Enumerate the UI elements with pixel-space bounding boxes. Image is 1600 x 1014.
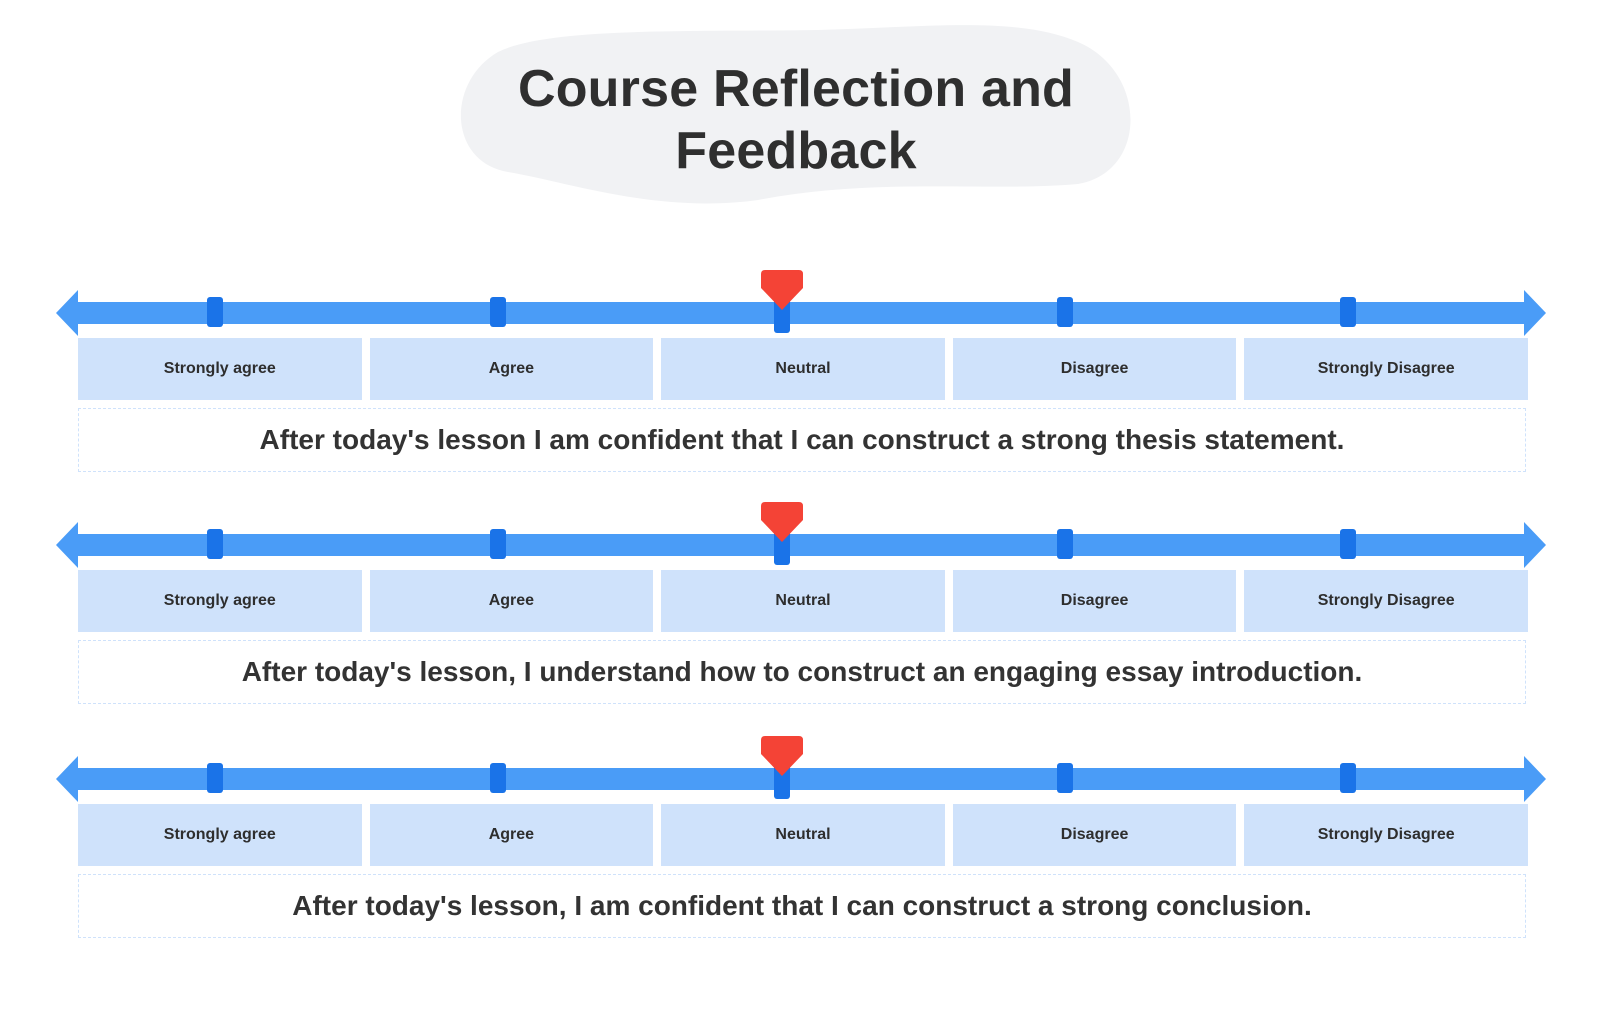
title-background-blob (460, 25, 1131, 204)
tick-strongly-disagree (1340, 297, 1356, 327)
scale-axis (56, 502, 1546, 568)
tick-strongly-agree (207, 297, 223, 327)
tick-neutral (774, 297, 790, 333)
likert-question-3: Strongly agree Agree Neutral Disagree St… (0, 736, 1600, 956)
page-title-line-2: Feedback (675, 122, 917, 180)
scale-options: Strongly agree Agree Neutral Disagree St… (78, 804, 1528, 866)
option-strongly-disagree[interactable]: Strongly Disagree (1244, 570, 1528, 632)
question-statement: After today's lesson, I am confident tha… (78, 874, 1526, 938)
option-neutral[interactable]: Neutral (661, 804, 945, 866)
tick-disagree (1057, 297, 1073, 327)
arrow-left-icon (56, 290, 78, 336)
heart-marker-icon (761, 736, 803, 776)
tick-agree (490, 297, 506, 327)
option-disagree[interactable]: Disagree (952, 570, 1237, 632)
option-strongly-disagree[interactable]: Strongly Disagree (1244, 804, 1528, 866)
page-title: Course Reflection and Feedback (458, 58, 1134, 182)
option-disagree[interactable]: Disagree (952, 338, 1237, 400)
tick-neutral (774, 763, 790, 799)
scale-axis (56, 270, 1546, 336)
heart-marker-icon (761, 502, 803, 542)
heart-marker-icon (761, 270, 803, 310)
tick-strongly-disagree (1340, 763, 1356, 793)
tick-agree (490, 529, 506, 559)
page-title-line-1: Course Reflection and (517, 60, 1075, 118)
scale-axis (56, 736, 1546, 802)
option-agree[interactable]: Agree (369, 570, 654, 632)
axis-line (74, 302, 1528, 324)
axis-line (74, 534, 1528, 556)
tick-agree (490, 763, 506, 793)
option-agree[interactable]: Agree (369, 804, 654, 866)
scale-options: Strongly agree Agree Neutral Disagree St… (78, 338, 1528, 400)
scale-options: Strongly agree Agree Neutral Disagree St… (78, 570, 1528, 632)
likert-question-1: Strongly agree Agree Neutral Disagree St… (0, 270, 1600, 490)
option-strongly-agree[interactable]: Strongly agree (78, 338, 362, 400)
tick-neutral (774, 529, 790, 565)
arrow-right-icon (1524, 756, 1546, 802)
option-neutral[interactable]: Neutral (661, 338, 945, 400)
tick-strongly-agree (207, 763, 223, 793)
question-statement: After today's lesson, I understand how t… (78, 640, 1526, 704)
likert-question-2: Strongly agree Agree Neutral Disagree St… (0, 502, 1600, 722)
option-agree[interactable]: Agree (369, 338, 654, 400)
arrow-left-icon (56, 522, 78, 568)
tick-disagree (1057, 763, 1073, 793)
option-neutral[interactable]: Neutral (661, 570, 945, 632)
option-disagree[interactable]: Disagree (952, 804, 1237, 866)
arrow-right-icon (1524, 522, 1546, 568)
arrow-left-icon (56, 756, 78, 802)
option-strongly-agree[interactable]: Strongly agree (78, 570, 362, 632)
axis-line (74, 768, 1528, 790)
tick-strongly-agree (207, 529, 223, 559)
tick-disagree (1057, 529, 1073, 559)
option-strongly-disagree[interactable]: Strongly Disagree (1244, 338, 1528, 400)
arrow-right-icon (1524, 290, 1546, 336)
tick-strongly-disagree (1340, 529, 1356, 559)
question-statement: After today's lesson I am confident that… (78, 408, 1526, 472)
option-strongly-agree[interactable]: Strongly agree (78, 804, 362, 866)
